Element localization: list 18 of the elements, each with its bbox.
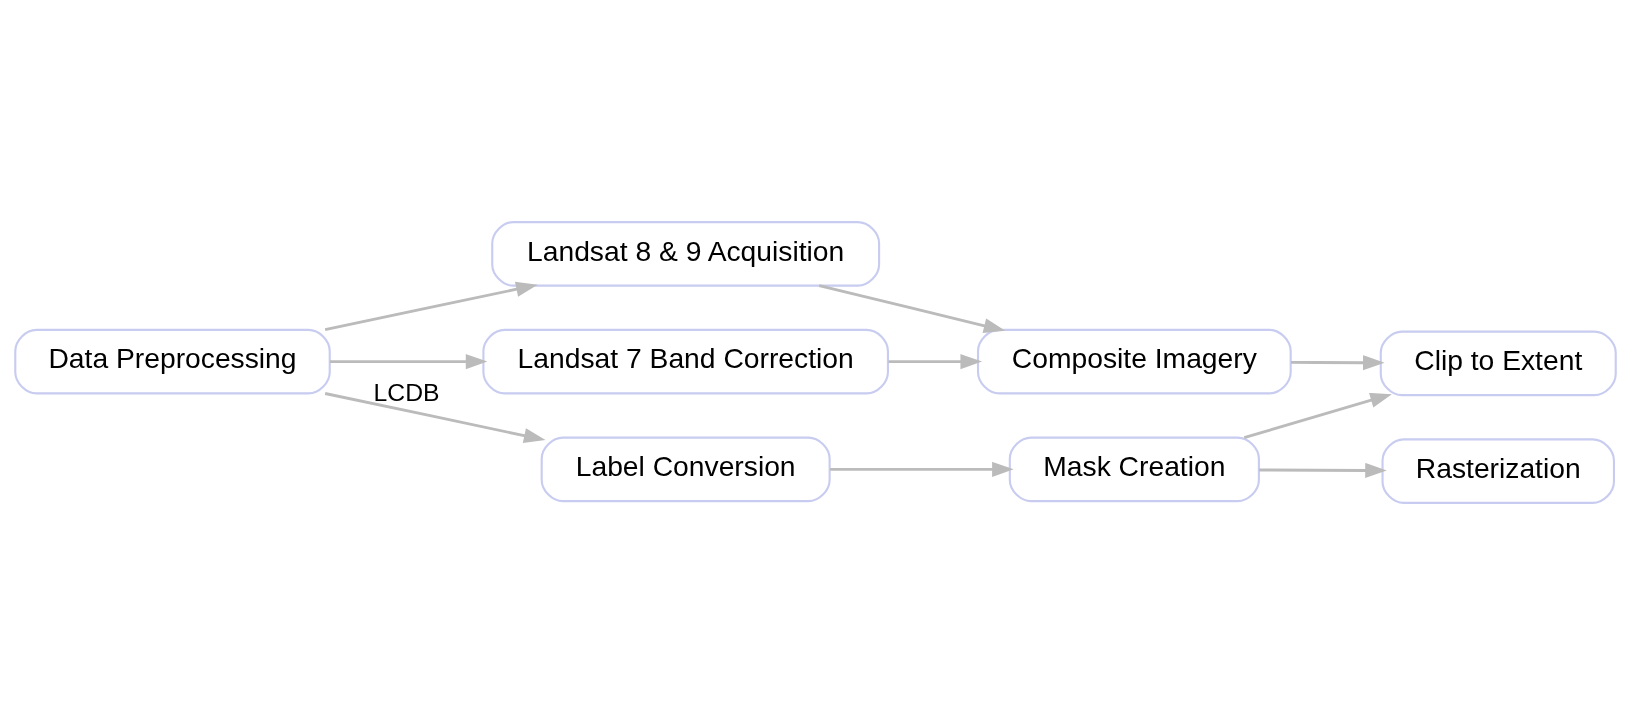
arrow xyxy=(1291,355,1385,371)
arrow xyxy=(324,392,546,444)
arrow xyxy=(329,354,488,370)
node-box: Clip to Extent xyxy=(1379,330,1617,397)
node-box: Landsat 7 Band Correction xyxy=(482,328,889,395)
arrow xyxy=(1259,462,1387,479)
node-box: Rasterization xyxy=(1381,438,1615,504)
arrow xyxy=(818,284,1006,334)
arrow xyxy=(324,281,538,332)
node-box: Data Preprocessing xyxy=(14,328,331,395)
node-box: Landsat 8 & 9 Acquisition xyxy=(491,221,881,287)
node-box: Mask Creation xyxy=(1008,436,1260,503)
node-box: Composite Imagery xyxy=(976,328,1292,395)
arrow xyxy=(830,461,1014,477)
node-box: Label Conversion xyxy=(540,436,831,503)
arrow xyxy=(888,354,983,370)
arrow xyxy=(1243,392,1392,439)
edge-label: LCDB xyxy=(373,378,440,406)
